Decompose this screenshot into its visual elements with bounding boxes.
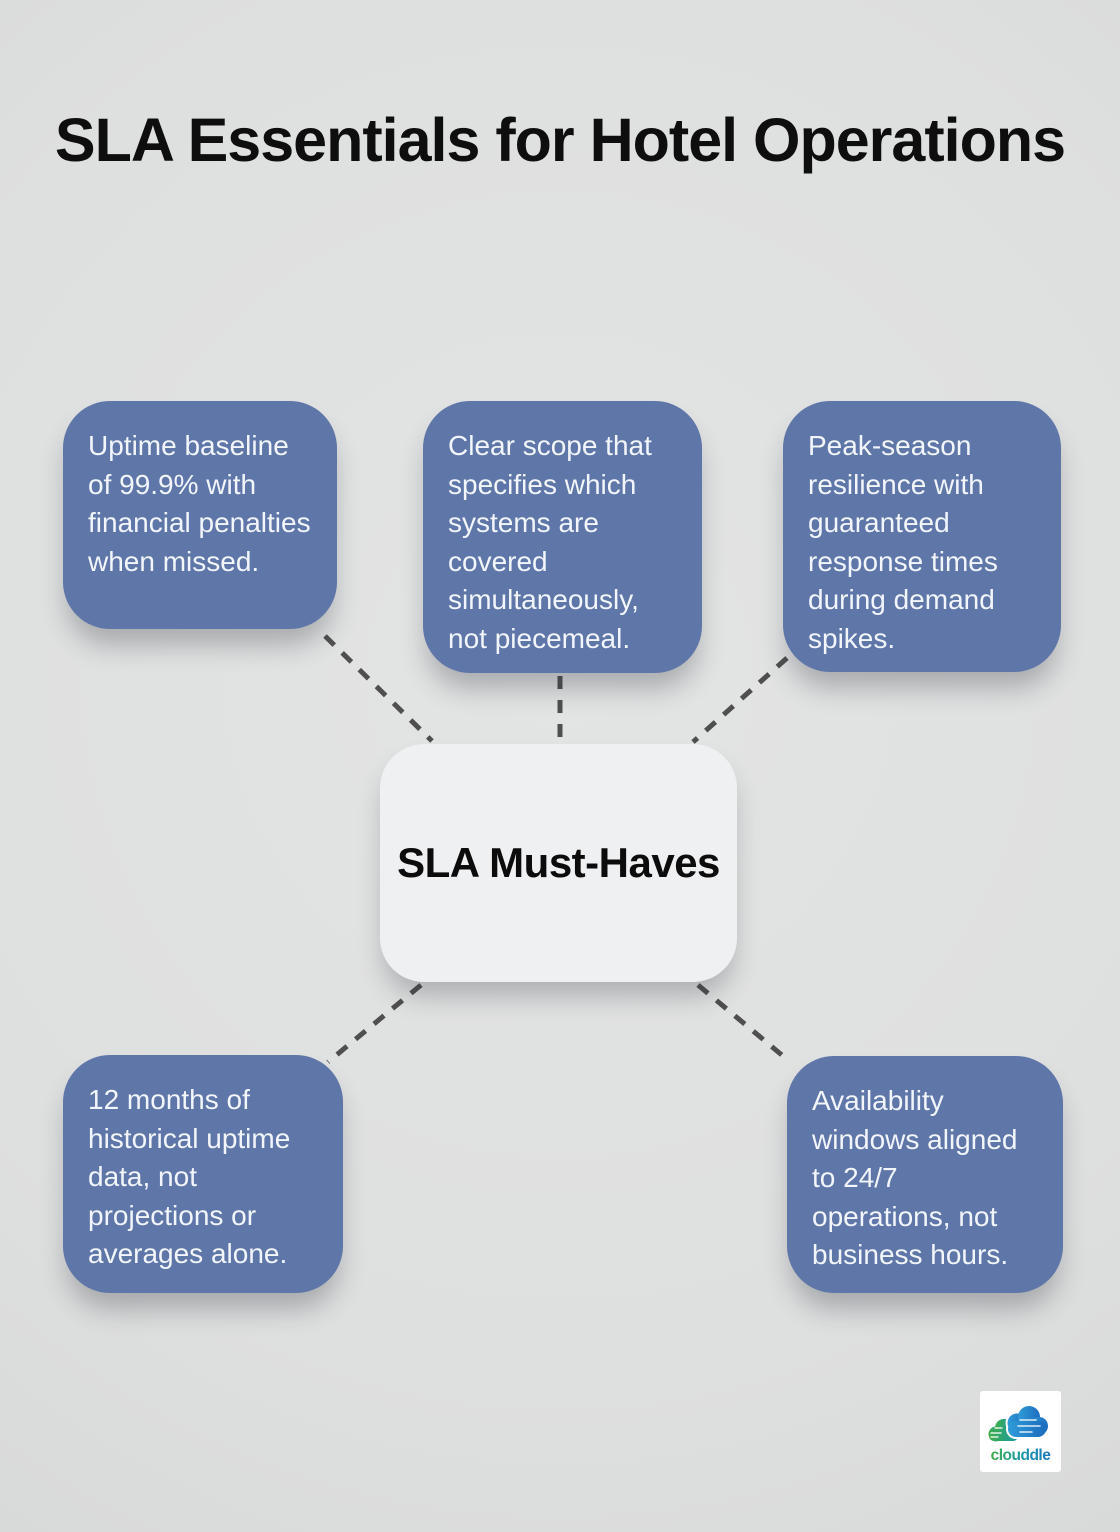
clouds-icon: clouddle	[988, 1404, 1052, 1464]
node-historical-data-text: 12 months of historical uptime data, not…	[88, 1084, 291, 1269]
node-availability-windows: Availability windows aligned to 24/7 ope…	[787, 1056, 1063, 1293]
node-historical-data: 12 months of historical uptime data, not…	[63, 1055, 343, 1293]
node-availability-windows-text: Availability windows aligned to 24/7 ope…	[812, 1085, 1018, 1270]
node-uptime-baseline: Uptime baseline of 99.9% with financial …	[63, 401, 337, 629]
node-uptime-baseline-text: Uptime baseline of 99.9% with financial …	[88, 430, 311, 577]
center-node: SLA Must-Haves	[380, 744, 737, 982]
node-clear-scope-text: Clear scope that specifies which systems…	[448, 430, 652, 654]
connector-uptime-to-center	[323, 634, 434, 743]
blue-cloud	[1005, 1404, 1050, 1439]
connector-availability-to-center	[696, 983, 791, 1063]
node-clear-scope: Clear scope that specifies which systems…	[423, 401, 702, 673]
node-peak-season: Peak-season resilience with guaranteed r…	[783, 401, 1061, 672]
node-peak-season-text: Peak-season resilience with guaranteed r…	[808, 430, 998, 654]
brand-logo: clouddle	[980, 1391, 1061, 1472]
brand-wordmark: clouddle	[991, 1447, 1052, 1464]
connector-peak-to-center	[691, 656, 789, 744]
connector-history-to-center	[326, 983, 423, 1064]
page-title: SLA Essentials for Hotel Operations	[54, 106, 1066, 174]
center-node-label: SLA Must-Haves	[397, 839, 720, 886]
